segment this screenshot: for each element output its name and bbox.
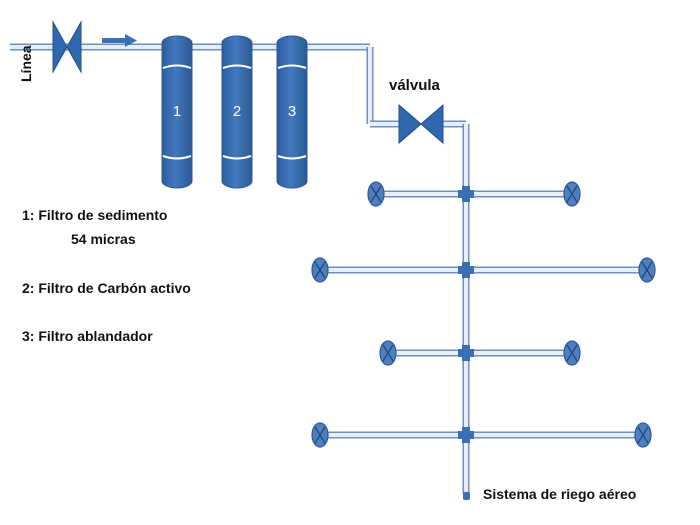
legend-item-1-detail: 54 micras [71, 231, 136, 247]
sprinkler-icon [379, 340, 397, 366]
filter-2 [221, 35, 253, 189]
valve-label: válvula [389, 77, 440, 94]
sprinklers [311, 181, 656, 448]
sprinkler-icon [311, 257, 329, 283]
line-label: Línea [18, 45, 34, 82]
filter-3 [276, 35, 308, 189]
cross-fitting-icon [458, 186, 474, 202]
sprinkler-icon [311, 422, 329, 448]
legend-item-2: 2: Filtro de Carbón activo [22, 280, 191, 296]
legend-item-3: 3: Filtro ablandador [22, 328, 153, 344]
junctions [458, 186, 474, 443]
cross-fitting-icon [458, 345, 474, 361]
legend-item-1: 1: Filtro de sedimento [22, 207, 168, 223]
branch-valve-icon [398, 103, 444, 145]
filter-3-number: 3 [287, 103, 297, 120]
sprinkler-icon [638, 257, 656, 283]
filter-1 [161, 35, 193, 189]
sprinkler-icon [367, 181, 385, 207]
cross-fitting-icon [458, 262, 474, 278]
flow-arrow-icon [102, 34, 137, 47]
pipe-network [10, 43, 647, 494]
system-label: Sistema de riego aéreo [483, 486, 637, 502]
sprinkler-icon [563, 181, 581, 207]
cross-fitting-icon [458, 427, 474, 443]
sprinkler-icon [563, 340, 581, 366]
filter-1-number: 1 [172, 103, 182, 120]
inlet-valve-icon [52, 20, 82, 74]
pipe-end-cap [463, 492, 470, 500]
sprinkler-icon [634, 422, 652, 448]
filter-2-number: 2 [232, 103, 242, 120]
